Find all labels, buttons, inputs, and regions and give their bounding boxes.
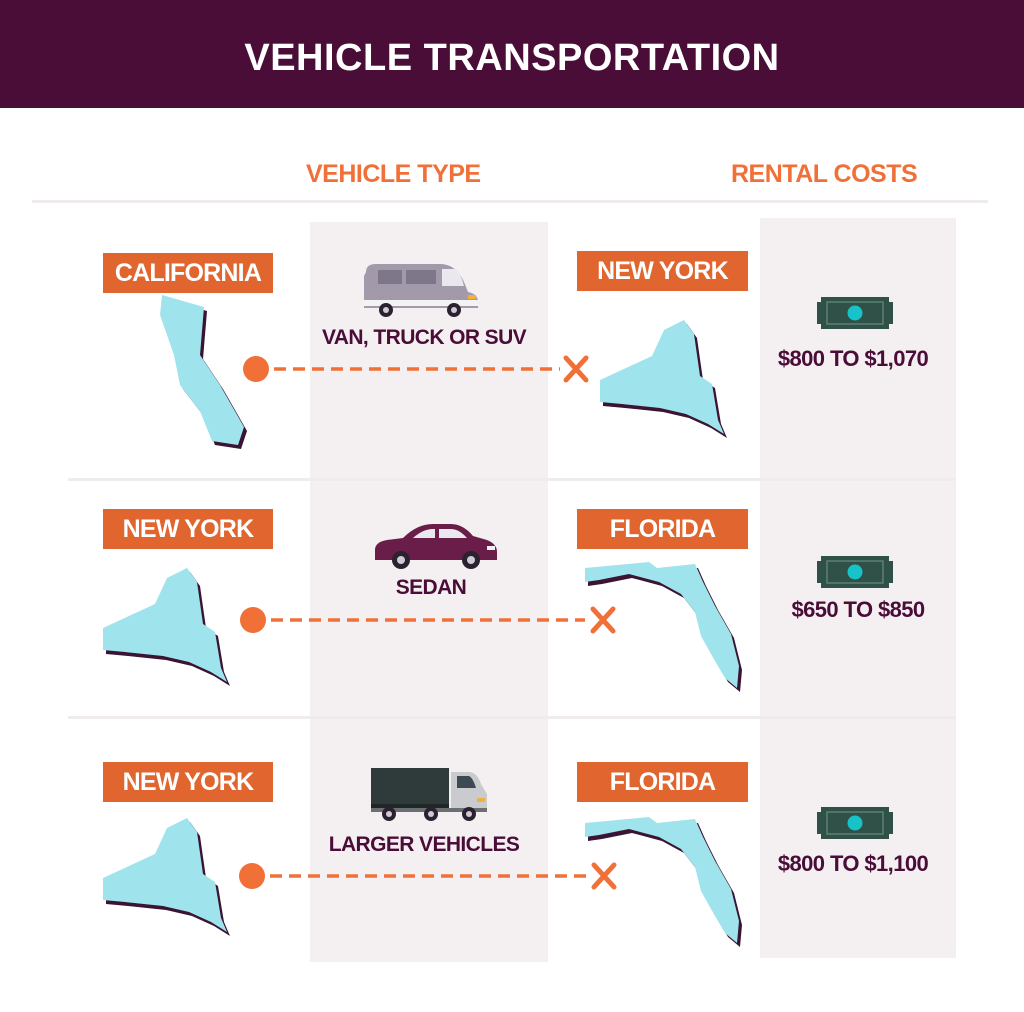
origin-label: NEW YORK	[103, 762, 273, 802]
origin-label: CALIFORNIA	[103, 253, 273, 293]
money-icon	[816, 296, 894, 330]
column-heading-rental-costs: RENTAL COSTS	[731, 160, 918, 188]
box-truck-icon	[371, 768, 487, 821]
new-york-state-icon	[103, 818, 230, 936]
header-divider	[32, 200, 988, 203]
route-connector	[243, 355, 589, 383]
vehicle-type-text: LARGER VEHICLES	[328, 833, 520, 856]
destination-label: FLORIDA	[577, 509, 748, 549]
new-york-state-icon	[103, 568, 230, 686]
route-connector	[239, 862, 617, 890]
header-banner: VEHICLE TRANSPORTATION	[0, 0, 1024, 108]
page-title: VEHICLE TRANSPORTATION	[244, 36, 780, 79]
rental-cost-text: $800 TO $1,070	[777, 346, 929, 371]
rental-cost-text: $650 TO $850	[791, 597, 925, 622]
route-connector	[240, 606, 616, 634]
vehicle-type-text: VAN, TRUCK OR SUV	[321, 326, 527, 349]
van-icon	[364, 264, 478, 317]
row-divider	[68, 716, 956, 719]
new-york-state-icon	[600, 320, 727, 438]
vehicle-type-text: SEDAN	[395, 576, 467, 599]
money-icon	[816, 806, 894, 840]
destination-label: FLORIDA	[577, 762, 748, 802]
money-icon	[816, 555, 894, 589]
sedan-icon	[375, 524, 497, 569]
vehicle-type-column-band	[310, 222, 548, 962]
florida-state-icon	[585, 562, 742, 692]
column-heading-vehicle-type: VEHICLE TYPE	[306, 160, 481, 188]
row-divider	[68, 478, 956, 481]
california-state-icon	[160, 295, 247, 449]
origin-label: NEW YORK	[103, 509, 273, 549]
destination-label: NEW YORK	[577, 251, 748, 291]
rental-cost-text: $800 TO $1,100	[777, 851, 929, 876]
rental-cost-column-band	[760, 218, 956, 958]
florida-state-icon	[585, 817, 742, 947]
